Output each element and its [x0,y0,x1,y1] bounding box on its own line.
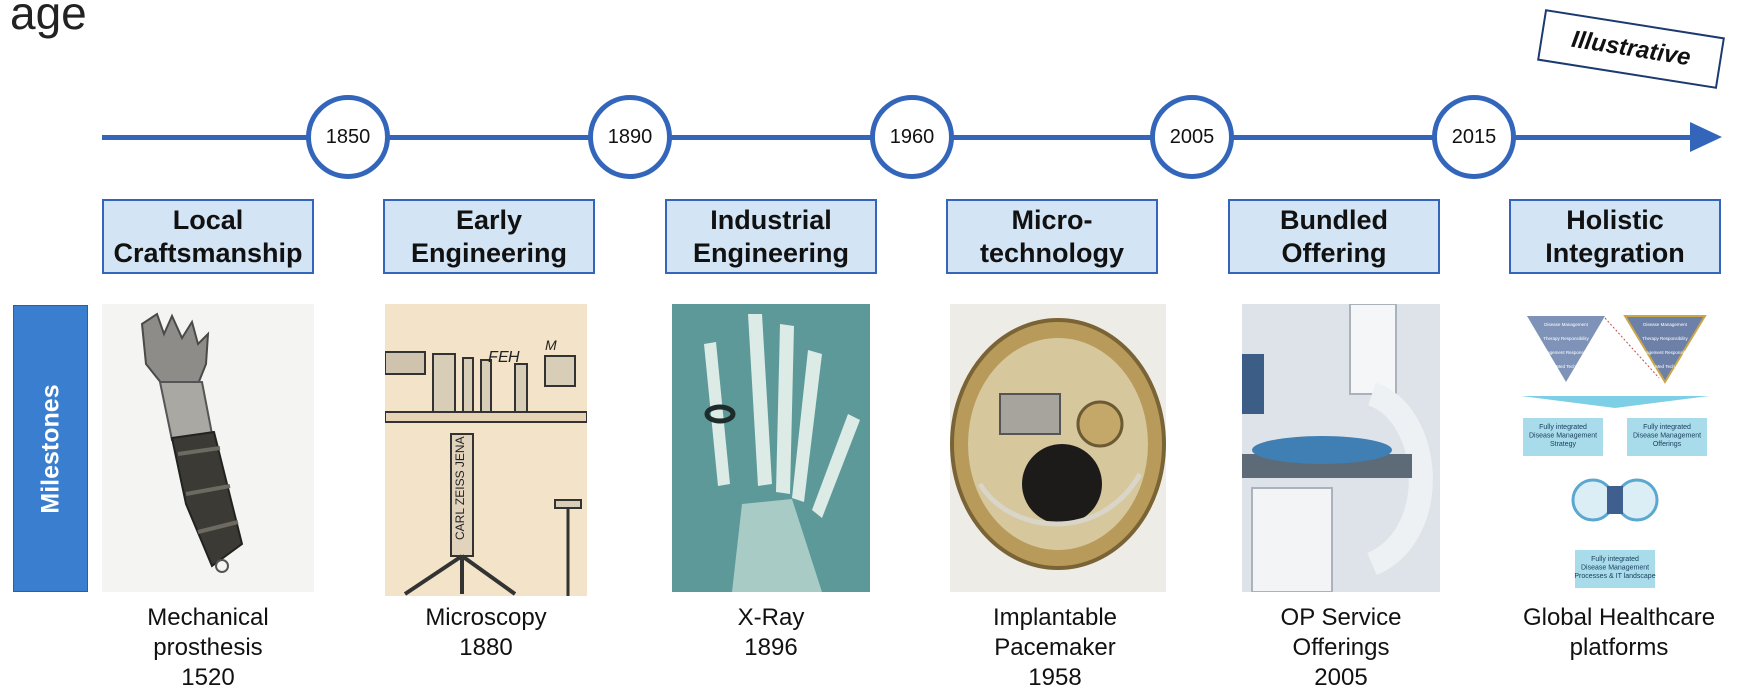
xray-image [672,304,870,592]
phase-box-bundled-offering: Bundled Offering [1228,199,1440,274]
milestones-label-bar: Milestones [13,305,88,592]
microscope-letter: H [508,349,520,366]
platform-diagram-image: Disease Management Therapy Responsibilit… [1509,304,1721,592]
milestone-caption: Implantable Pacemaker 1958 [992,604,1118,691]
op-room-image [1242,304,1440,592]
triangle-right-level: Management Responsibility [1637,350,1693,355]
triangle-right-level: Therapy Responsibility [1642,336,1688,341]
milestone-caption: Microscopy 1880 [425,604,547,661]
triangle-left-level: Therapy Responsibility [1543,336,1589,341]
pacemaker-image [950,304,1166,592]
milestone-caption: Mechanical prosthesis 1520 [147,604,269,691]
year-marker: 1960 [870,95,954,179]
phase-box-early-engineering: Early Engineering [383,199,595,274]
microscope-letter: M [545,337,557,353]
milestone-caption: X-Ray 1896 [737,604,805,661]
microscope-letter: E [498,349,509,366]
triangle-right-level: Disease Management [1643,322,1688,327]
year-marker: 1850 [306,95,390,179]
microscope-letter: F [488,349,499,366]
triangle-left-level: Management Responsibility [1538,350,1594,355]
triangle-left-level: Med Tech [1556,364,1576,369]
year-marker: 2015 [1432,95,1516,179]
milestone-caption: Global Healthcare platforms [1522,604,1716,661]
triangle-left-level: Disease Management [1544,322,1589,327]
phase-box-industrial-engineering: Industrial Engineering [665,199,877,274]
phase-box-local-craftsmanship: Local Craftsmanship [102,199,314,274]
milestones-label: Milestones [36,383,64,514]
microscope-image: F E H M CARL ZEISS JENA [385,304,587,596]
illustrative-badge: Illustrative [1537,9,1725,89]
page-title-fragment: age [10,0,87,39]
timeline-arrowhead [1690,122,1722,152]
year-marker: 2005 [1150,95,1234,179]
milestone-caption: OP Service Offerings 2005 [1280,604,1402,691]
year-marker: 1890 [588,95,672,179]
microscope-brand: CARL ZEISS JENA [453,436,467,540]
phase-box-holistic-integration: Holistic Integration [1509,199,1721,274]
prosthesis-image [102,304,314,592]
phase-box-microtechnology: Micro- technology [946,199,1158,274]
triangle-right-level: Med Tech [1655,364,1675,369]
